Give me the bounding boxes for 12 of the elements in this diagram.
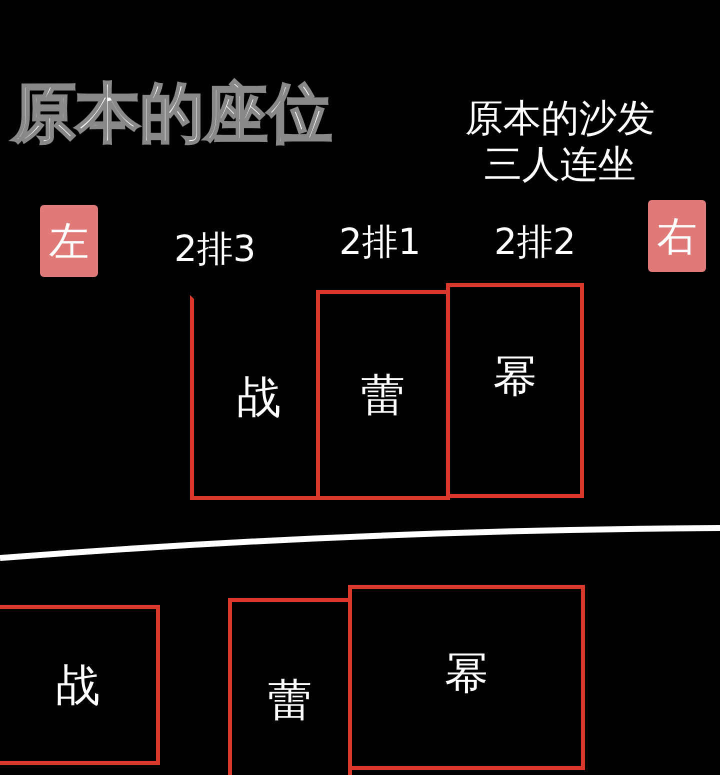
- title: 原本的座位: [12, 76, 332, 153]
- note: 原本的沙发三人连坐: [464, 95, 656, 187]
- seat-box: 蕾: [228, 598, 352, 775]
- seat-box: 幂: [446, 283, 584, 498]
- row-label: 2排3: [173, 228, 257, 272]
- row-label: 2排2: [493, 221, 577, 265]
- seat-box: 战: [0, 605, 160, 765]
- seat-box: 幂: [348, 585, 585, 770]
- seat-box: 蕾: [316, 290, 450, 500]
- direction-badge: 右: [648, 200, 706, 272]
- direction-badge: 左: [40, 205, 98, 277]
- row-label: 2排1: [338, 221, 422, 265]
